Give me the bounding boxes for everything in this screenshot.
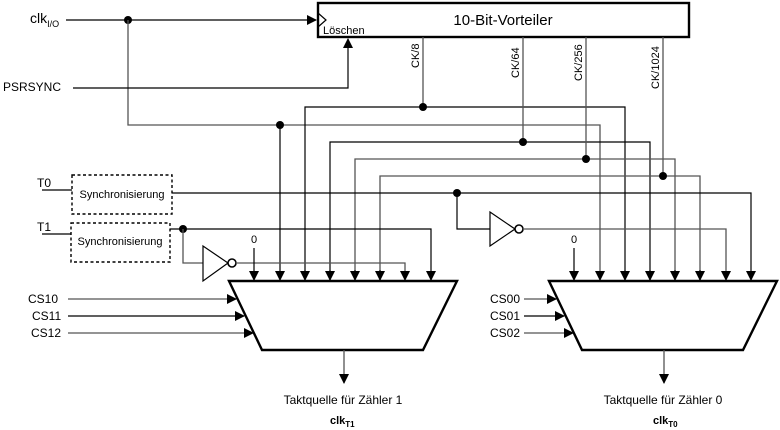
junction-dot [582,155,590,163]
clk-io-label: clkI/O [30,10,59,29]
t1-inverted-to-mux1-wire [236,262,410,281]
t1-input: T1 Synchronisierung [37,220,436,283]
t1-sync-block [70,222,171,263]
mux0-select-cs02: CS02 [490,326,520,340]
t0-inverter-icon [489,210,517,248]
prescaler-block: 10-Bit-Vorteiler Löschen [316,1,691,39]
clk-io-input: clkI/O [30,10,605,281]
ck64-bus-wire [329,141,651,280]
t0-input: T0 Synchronisierung [37,174,756,281]
junction-dot [659,172,667,180]
mux0: 0 CS00 CS01 CS02 Taktquelle für Zähler 0… [490,234,779,429]
mux1-output-signal: clkT1 [330,415,355,429]
clk-io-to-mux0-wire [127,20,605,281]
t0-to-mux0-wire [172,192,756,281]
tap-label-ck256: CK/256 [573,44,585,81]
psrsync-input: PSRSYNC [3,38,353,94]
psrsync-label: PSRSYNC [3,80,61,94]
junction-dot [519,138,527,146]
mux0-output-caption: Taktquelle für Zähler 0 [604,393,723,407]
prescaler-reset-label: Löschen [323,25,365,37]
t1-inverter-bubble-icon [227,258,237,268]
junction-dot [419,103,427,111]
t0-label: T0 [37,176,51,190]
t0-sync-label: Synchronisierung [80,189,165,201]
t1-sync-label: Synchronisierung [78,236,163,248]
prescaler-title: 10-Bit-Vorteiler [453,12,552,29]
clock-input-triangle-icon [317,12,327,28]
t1-to-mux1-wire [170,228,436,281]
t0-inverter-bubble-icon [514,224,524,234]
mux1-zero-label: 0 [251,234,257,246]
mux0-select-cs00: CS00 [490,292,520,306]
mux1: 0 CS10 CS11 CS12 Taktquelle für Zähler 1… [28,234,459,429]
psrsync-wire [73,38,353,89]
tap-label-ck8: CK/8 [410,44,422,68]
mux1-block [227,279,459,352]
tap-label-ck64: CK/64 [510,47,522,78]
mux1-select-cs10: CS10 [28,292,58,306]
prescaler-box [316,1,691,39]
ck256-bus-wire [354,158,676,280]
t0-sync-block [71,174,173,215]
t0-inverted-to-mux0-wire [523,228,731,281]
mux0-select-cs01: CS01 [490,309,520,323]
mux0-block [547,279,779,352]
t1-to-inverter-wire [182,229,203,264]
mux0-zero-label: 0 [571,234,577,246]
tap-label-ck1024: CK/1024 [650,46,662,89]
ck1024-bus-wire [379,175,701,280]
mux1-select-cs11: CS11 [32,309,61,323]
mux0-output-signal: clkT0 [653,415,678,429]
t1-inverter-icon [202,244,230,283]
mux1-output-caption: Taktquelle für Zähler 1 [284,393,403,407]
t0-to-inverter-wire [456,193,490,230]
t1-label: T1 [37,220,51,234]
mux1-select-cs12: CS12 [31,326,61,340]
